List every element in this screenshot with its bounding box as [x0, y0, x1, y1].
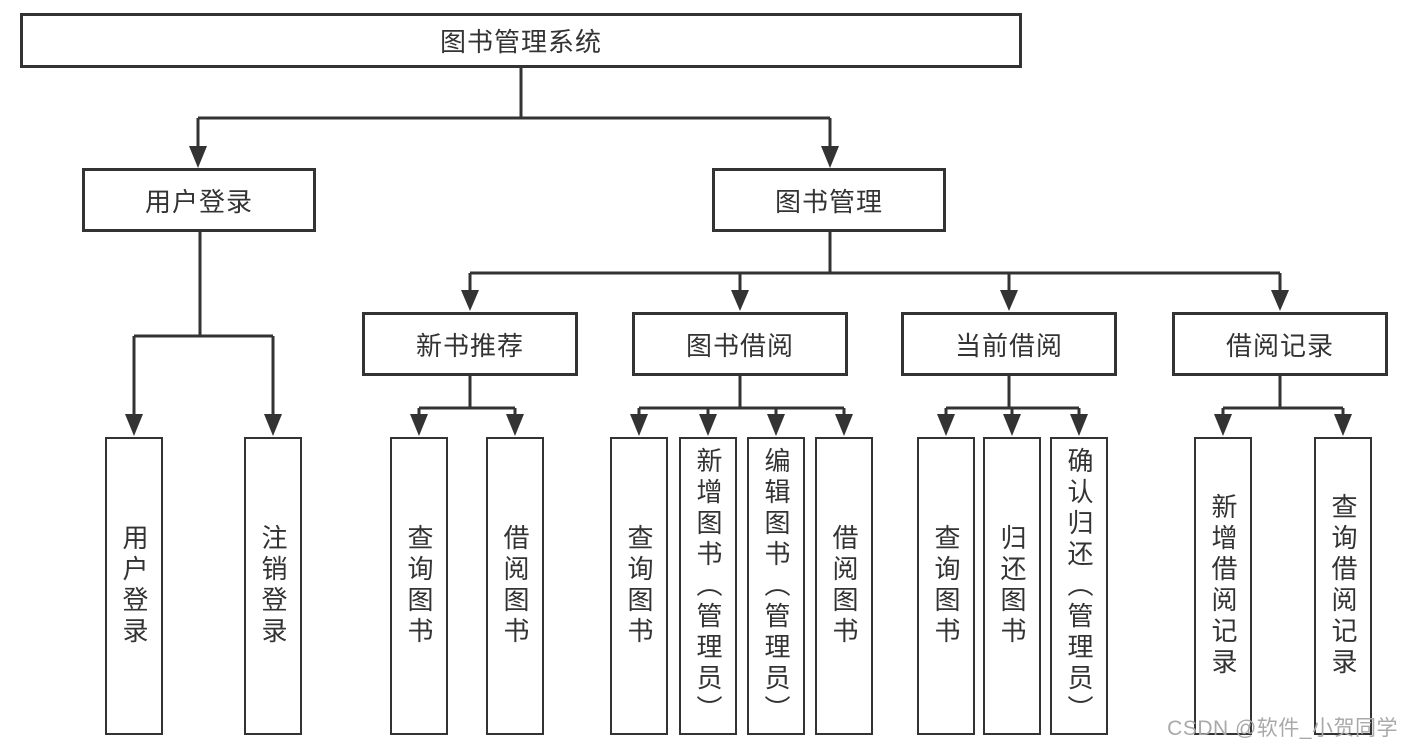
connector-user-login-to-leaves	[125, 232, 282, 436]
node-current-borrowing: 当前借阅	[901, 312, 1117, 376]
connector-borrow-records-to-leaves	[1214, 376, 1352, 436]
connector-line	[417, 376, 517, 416]
node-leaf-confirm-return-admin: 确认归还（管理员）	[1050, 437, 1108, 735]
connector-root-to-level2	[189, 68, 839, 168]
arrowhead-down	[1214, 414, 1352, 436]
node-leaf-borrow-book-recommend: 借阅图书	[486, 437, 544, 735]
node-leaf-add-book-admin: 新增图书（管理员）	[679, 437, 737, 735]
node-book-management: 图书管理	[712, 168, 946, 232]
arrowhead-down	[461, 290, 1289, 311]
arrowhead-down	[189, 146, 839, 168]
node-leaf-return-book: 归还图书	[983, 437, 1041, 735]
node-book-borrowing: 图书借阅	[632, 312, 848, 376]
connector-book-borrowing-to-leaves	[630, 376, 853, 436]
connector-line	[944, 376, 1081, 416]
arrowhead-down	[125, 414, 282, 436]
node-leaf-user-login: 用户登录	[105, 437, 163, 735]
connector-line	[468, 232, 1282, 292]
node-leaf-query-book-borrowing: 查询图书	[610, 437, 668, 735]
node-new-book-recommend: 新书推荐	[362, 312, 578, 376]
connector-line	[196, 68, 832, 148]
connector-current-borrowing-to-leaves	[937, 376, 1088, 436]
node-leaf-query-book-recommend: 查询图书	[390, 437, 448, 735]
node-user-login-group: 用户登录	[82, 168, 316, 232]
arrowhead-down	[630, 414, 853, 436]
connector-book-management-to-level3	[461, 232, 1289, 311]
node-leaf-logout: 注销登录	[244, 437, 302, 735]
node-book-management-system: 图书管理系统	[20, 13, 1022, 68]
node-leaf-edit-book-admin: 编辑图书（管理员）	[747, 437, 805, 735]
csdn-watermark: CSDN @软件_小贺同学	[1167, 717, 1398, 740]
node-leaf-borrow-book: 借阅图书	[815, 437, 873, 735]
arrowhead-down	[937, 414, 1088, 436]
connector-line	[1221, 376, 1345, 416]
node-leaf-add-borrow-record: 新增借阅记录	[1194, 437, 1252, 735]
arrowhead-down	[410, 414, 524, 436]
node-leaf-query-borrow-record: 查询借阅记录	[1314, 437, 1372, 735]
node-leaf-query-book-current: 查询图书	[917, 437, 975, 735]
node-borrow-records: 借阅记录	[1172, 312, 1388, 376]
connector-new-book-recommend-to-leaves	[410, 376, 524, 436]
connector-line	[132, 232, 275, 416]
connector-line	[637, 376, 846, 416]
